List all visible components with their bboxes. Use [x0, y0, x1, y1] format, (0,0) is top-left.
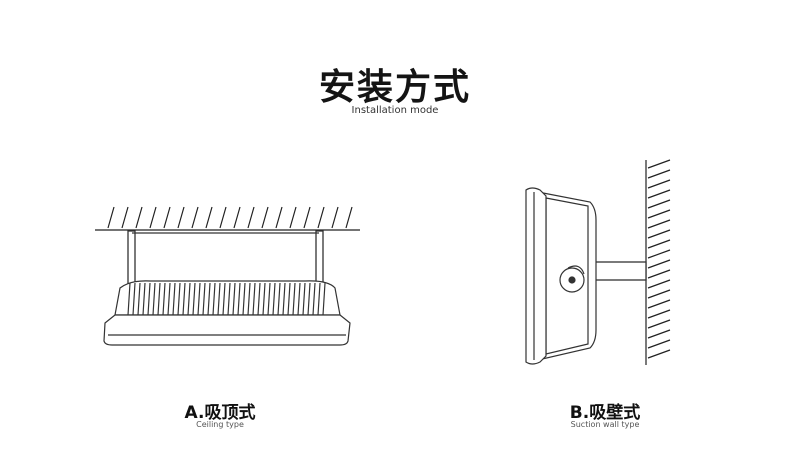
ceiling-mount-diagram	[95, 206, 360, 346]
ceiling-surface	[95, 206, 360, 231]
method-b-label: B.吸壁式	[569, 403, 641, 423]
page-subtitle: Installation mode	[351, 105, 439, 116]
floodlight-side	[525, 187, 597, 365]
method-b-sublabel: Suction wall type	[570, 420, 640, 429]
page-title: 安装方式	[318, 67, 471, 108]
method-a-sublabel: Ceiling type	[196, 420, 244, 429]
wall-mount-diagram	[525, 159, 671, 365]
method-a-label: A.吸顶式	[184, 403, 256, 423]
mounting-bracket	[127, 230, 324, 287]
floodlight-body	[103, 280, 351, 346]
wall-surface	[645, 159, 671, 365]
